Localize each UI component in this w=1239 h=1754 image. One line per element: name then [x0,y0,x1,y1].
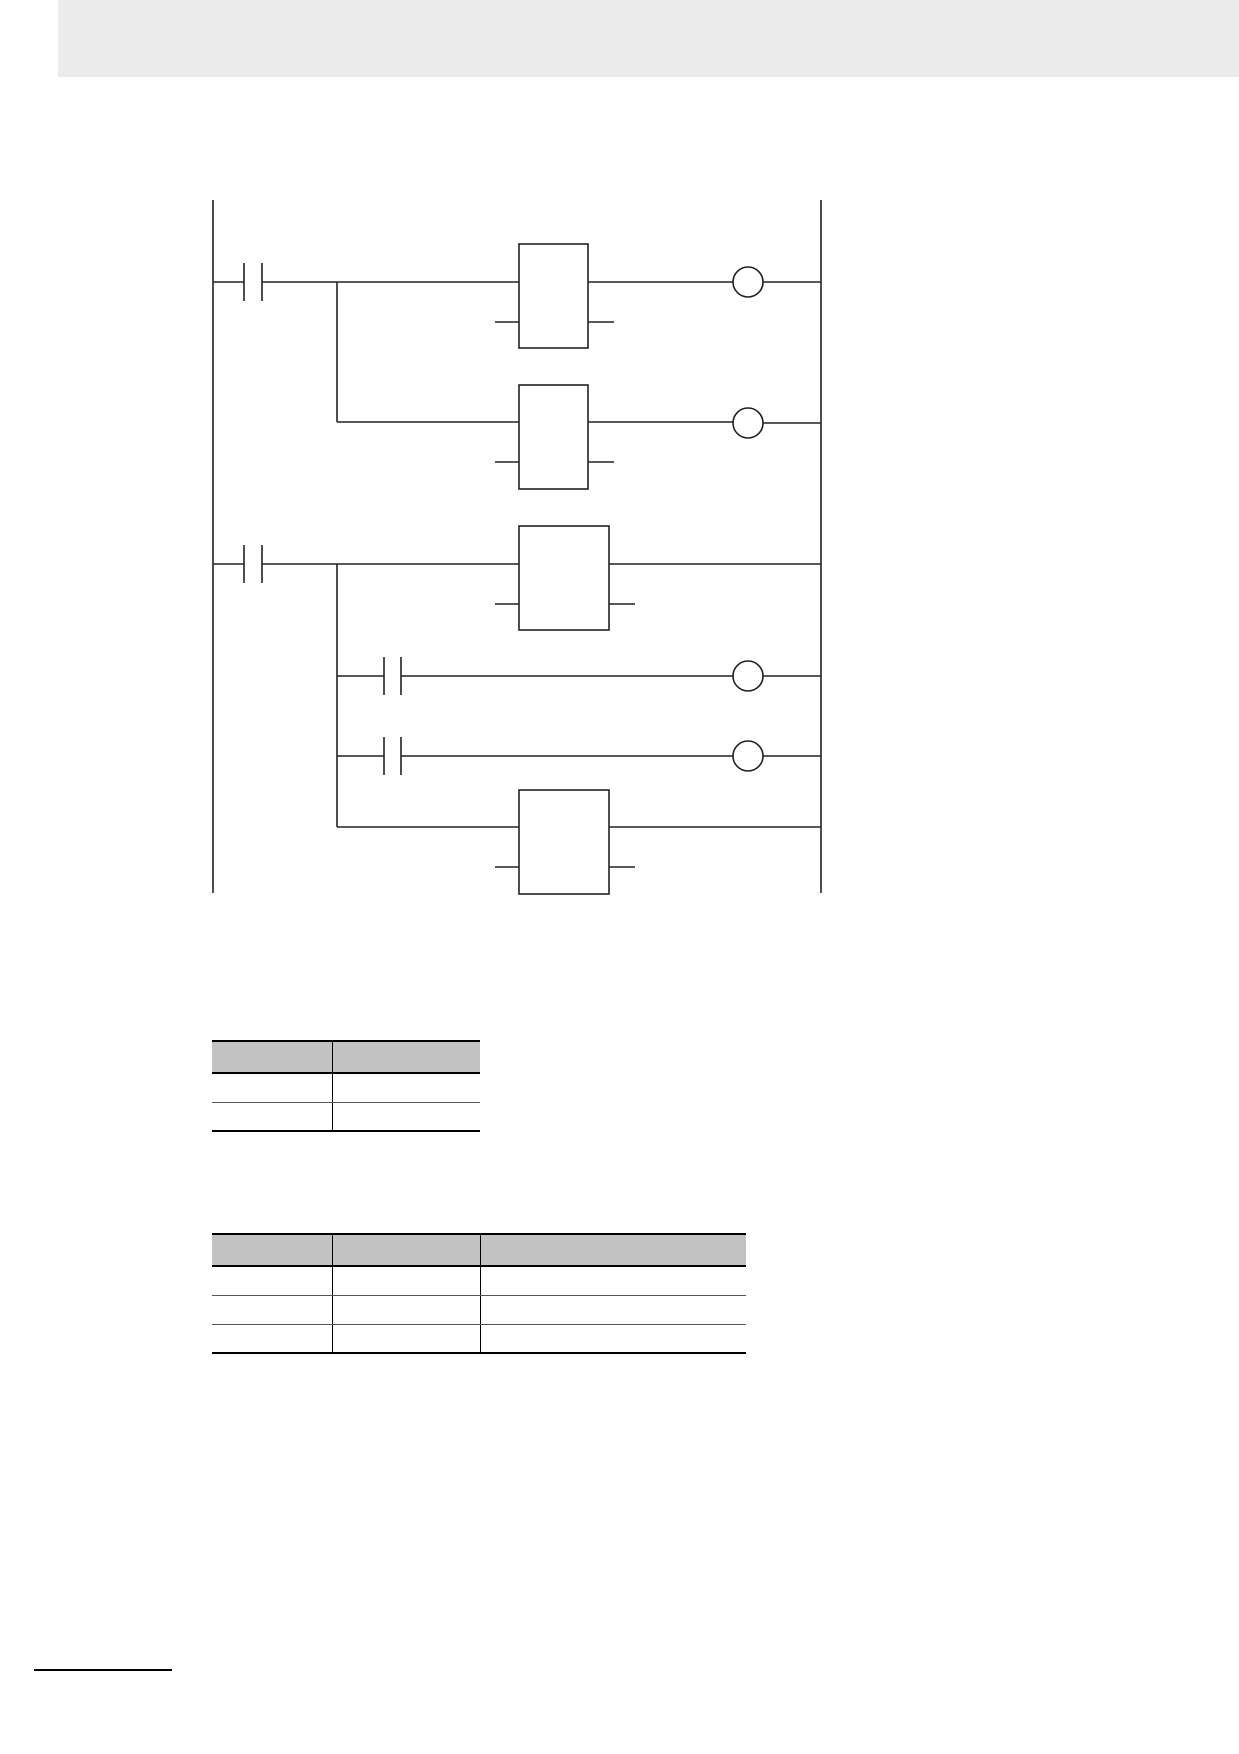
table-row [212,1295,746,1325]
rung-2-function-block-1 [518,525,610,631]
table-row [212,1324,746,1354]
rung-2 [213,525,821,895]
table-cell [479,1324,746,1354]
table-cell [479,1295,746,1325]
table-1 [212,1040,480,1132]
table-row [212,1073,480,1103]
table-row [212,1102,480,1132]
table-cell [331,1295,480,1325]
table-cell [212,1295,332,1325]
rung-2-output-coil-2 [732,740,764,772]
table-2-header-cell [212,1233,332,1267]
table-1-header-cell [331,1040,480,1074]
rung-1-output-coil-2 [732,407,764,439]
table-cell [212,1324,332,1354]
rung-1-output-coil-1 [732,266,764,298]
table-row [212,1266,746,1296]
table-cell [479,1266,746,1296]
rung-2-function-block-2 [518,789,610,895]
page-header-band [58,0,1239,77]
rung-1 [213,243,821,490]
table-1-header-cell [212,1040,332,1074]
table-2-header-row [212,1233,746,1267]
table-cell [331,1073,480,1103]
table-cell [331,1102,480,1132]
rung-1-function-block-2 [518,384,589,490]
table-2-header-cell [331,1233,480,1267]
table-2-header-cell [479,1233,746,1267]
table-cell [212,1102,332,1132]
rung-1-function-block-1 [518,243,589,349]
table-cell [331,1324,480,1354]
table-2 [212,1233,746,1354]
table-cell [212,1266,332,1296]
rung-2-output-coil-1 [732,660,764,692]
ladder-diagram [212,200,822,895]
table-1-header-row [212,1040,480,1074]
table-cell [212,1073,332,1103]
table-cell [331,1266,480,1296]
footer-rule [34,1669,172,1671]
